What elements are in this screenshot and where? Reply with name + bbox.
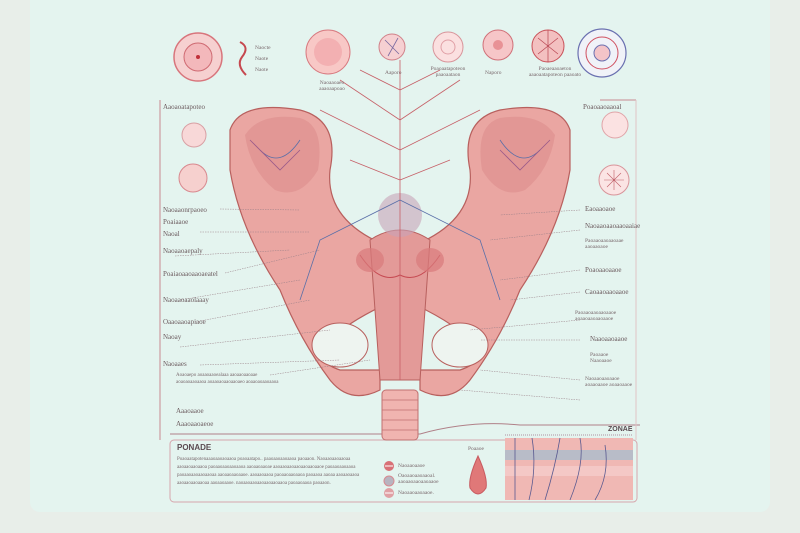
feature-diagram — [469, 454, 487, 495]
zone-label: ZONAE — [608, 426, 633, 433]
vessel-network — [249, 60, 551, 380]
legend-item: Naoaaoaaoe — [398, 463, 425, 469]
left-label: Poaiaaoe — [163, 218, 189, 226]
bottom-paragraph: Poaoaatapotenaaaoaaoaoaaoa poaoaatapo.. … — [177, 457, 360, 486]
feature-label: Poaaoe — [468, 446, 484, 452]
legend-item: Naoaaoaaoaaoe. — [398, 490, 434, 496]
left-label: Naoaaoaaolaaay — [163, 296, 209, 304]
right-label: Eaoaaoaoe — [585, 205, 616, 213]
left-label: Aaoaoatapoteo — [163, 103, 205, 111]
top-label: Naoaaoaeo aaaoaapoao — [319, 80, 345, 92]
left-label: Naoaaoaepaly — [163, 247, 203, 255]
top-label: Aaporo — [385, 70, 402, 76]
legend-item: Oaoaaoaaoaaoal. aaoaaoaaoaaoaaoe — [398, 473, 439, 485]
top-label: Naote — [255, 67, 269, 73]
leader-lines — [174, 208, 581, 401]
tissue-section-icons — [173, 28, 630, 196]
left-label: Naoaaonrpaoeo — [163, 206, 207, 214]
frame-bottom-line — [170, 423, 640, 435]
left-label: Naoaaes — [163, 360, 187, 368]
right-label: Poaoaaoaaoal — [583, 103, 622, 111]
left-label: Aaaoaaoe — [176, 407, 204, 415]
right-label: Naoaaoaaoaaoaaiae — [585, 222, 641, 230]
top-label: Naocte — [255, 45, 271, 51]
top-label: Naote — [255, 56, 269, 62]
right-label: Paoaaoaaoaaoaaoe aoaaoaaoaaoaaoe — [575, 310, 617, 322]
left-label: Naoay — [163, 333, 182, 341]
top-label: Paoaeaaoaeton aaaoaatapoteon paaoato — [528, 66, 582, 78]
right-label: Caoaaoaaoaaoe — [585, 288, 629, 296]
top-label: Poaoaatapoteon paaoaataon — [430, 66, 466, 78]
left-label: Aaaoaaoaeoe — [176, 420, 214, 428]
bottom-title: PONADE — [177, 443, 212, 452]
right-label: Naoaaoaaoaaoe aoaaoaaoe aoaaoaaoe — [585, 376, 633, 388]
left-label: Naoal — [163, 230, 180, 238]
right-label: Paoaaoe Naaoaaoe — [590, 352, 612, 364]
left-label: Poaiaoaaoaaoaeatel — [163, 270, 218, 278]
right-label: Poaoaaoaaoe — [585, 266, 622, 274]
left-label: Oaaoaaoapiaoe — [163, 318, 206, 326]
left-note: Aoaoaepo aoaaoaaoealaaa aaoaaoaaoaae aoa… — [176, 373, 279, 385]
right-label: Naaoaaoaaoe — [590, 335, 628, 343]
legend-icons — [383, 461, 395, 498]
right-label: Paoaaoaaoaaoaae aaoaaoaoe — [585, 238, 624, 250]
top-label: Naporo — [485, 70, 502, 76]
zone-diagram — [505, 434, 633, 501]
